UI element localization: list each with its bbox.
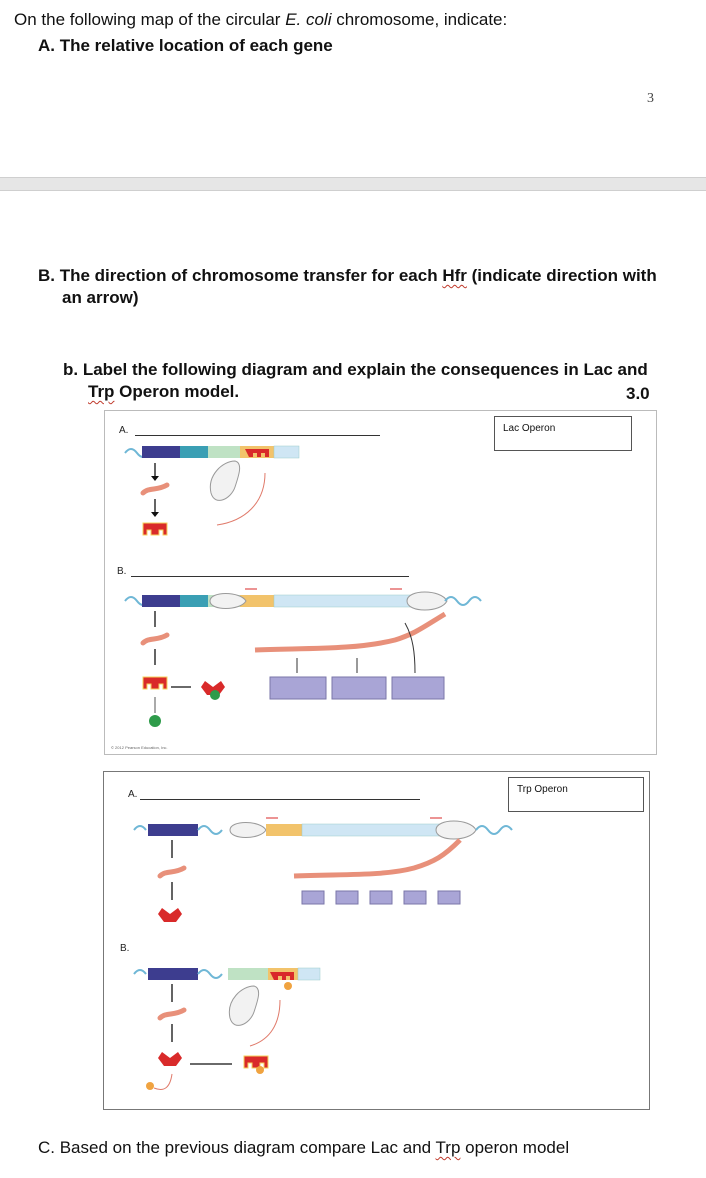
protein-box — [301, 890, 325, 905]
polycistronic-mrna — [293, 838, 462, 879]
qc-trp: Trp — [435, 1138, 461, 1157]
lac-copyright: © 2012 Pearson Education, Inc. — [111, 745, 168, 750]
inducer-icon — [149, 715, 161, 727]
protein-box — [369, 890, 393, 905]
question-b2: b. Label the following diagram and expla… — [63, 359, 648, 403]
promoter-b — [180, 595, 208, 607]
lac-genes-bar — [273, 594, 425, 608]
qb-suffix: (indicate direction with — [466, 266, 657, 285]
curved-arrow-icon — [249, 999, 281, 1047]
dna-helix-icon — [475, 825, 513, 835]
trp-diagram-svg — [133, 817, 513, 1090]
lac-label-a: A. — [119, 425, 129, 436]
rna-polymerase-icon — [228, 985, 260, 1026]
inactive-repressor-icon — [158, 1052, 182, 1066]
arrow-head-icon — [151, 512, 159, 517]
bound-repressor — [270, 972, 294, 980]
bound-repressor — [245, 449, 269, 457]
curved-arrow-icon — [153, 1073, 173, 1090]
qb-hfr: Hfr — [442, 266, 467, 285]
lac-answer-blank-a[interactable] — [135, 435, 380, 436]
section-separator — [0, 177, 706, 191]
mrna-icon — [140, 632, 170, 646]
rna-polymerase-icon — [229, 822, 267, 838]
protein-box — [391, 676, 445, 700]
mrna-icon — [157, 1007, 187, 1021]
rna-polymerase-icon — [406, 591, 448, 611]
trp-operon-figure: A. B. Trp Operon — [103, 771, 650, 1110]
down-arrow-icon — [404, 622, 416, 674]
rna-polymerase-icon — [435, 820, 477, 840]
lac-operon-box[interactable]: Lac Operon — [494, 416, 632, 451]
operator-b — [240, 595, 274, 607]
lac-label-b: B. — [117, 566, 127, 577]
trp-operator — [266, 824, 302, 836]
tryptophan-icon — [256, 1066, 264, 1074]
qb2-trp: Trp — [88, 382, 115, 401]
rna-polymerase-icon — [209, 460, 241, 501]
polycistronic-mrna — [254, 611, 447, 653]
page-number: 3 — [647, 91, 654, 106]
inactive-repressor-icon — [158, 908, 182, 922]
inactive-repressor-icon — [201, 681, 225, 695]
gene-bar — [297, 967, 321, 981]
protein-box — [403, 890, 427, 905]
promoter — [180, 446, 208, 458]
score: 3.0 — [626, 384, 650, 403]
tryptophan-icon — [146, 1082, 154, 1090]
trp-label-a: A. — [128, 789, 138, 800]
intro-line: On the following map of the circular E. … — [14, 9, 507, 31]
trpR-gene-b — [148, 968, 198, 980]
dna-helix-icon — [197, 825, 223, 835]
trp-answer-blank-a[interactable] — [140, 799, 420, 800]
rna-polymerase-icon — [209, 593, 247, 609]
intro-italic: E. coli — [285, 10, 332, 29]
repressor-protein-icon — [142, 522, 168, 536]
protein-box — [335, 890, 359, 905]
protein-box — [331, 676, 387, 700]
tryptophan-icon — [284, 982, 292, 990]
gene-bar — [273, 445, 300, 459]
dna-helix-icon — [197, 969, 223, 979]
qc-prefix: C. Based on the previous diagram compare… — [38, 1138, 436, 1157]
lac-answer-blank-b[interactable] — [131, 576, 409, 577]
qb-prefix: B. The direction of chromosome transfer … — [38, 266, 443, 285]
arrow-head-icon — [151, 476, 159, 481]
protein-box — [269, 676, 327, 700]
promoter-region — [208, 446, 240, 458]
active-repressor-icon — [243, 1055, 269, 1069]
qb2-lac: Lac and — [583, 360, 648, 379]
repressor-gene-b — [142, 595, 180, 607]
trp-operon-box[interactable]: Trp Operon — [508, 777, 644, 812]
qb2-prefix: b. Label the following diagram and expla… — [63, 360, 584, 379]
curved-arrow-icon — [216, 472, 266, 526]
inducer-icon — [210, 690, 220, 700]
trp-label-b: B. — [120, 943, 130, 954]
lac-operon-figure: A. B. Lac Operon © 2012 Pearson Educatio… — [104, 410, 657, 755]
qb2-rest: Operon model. — [114, 382, 240, 401]
question-b: B. The direction of chromosome transfer … — [38, 265, 688, 309]
trp-genes-bar — [301, 823, 453, 837]
intro-text-end: chromosome, indicate: — [331, 10, 508, 29]
repressor-protein-icon — [142, 676, 168, 690]
trpR-gene — [148, 824, 198, 836]
qb-line2: an arrow) — [62, 288, 139, 307]
dna-helix-icon — [133, 825, 147, 831]
mrna-icon — [140, 482, 170, 496]
repressor-gene — [142, 446, 180, 458]
dna-helix-icon — [444, 596, 482, 606]
qc-suffix: operon model — [460, 1138, 570, 1157]
mrna-icon — [157, 865, 187, 879]
lac-diagram-svg — [124, 445, 482, 727]
promoter-b — [228, 968, 268, 980]
protein-box — [437, 890, 461, 905]
dna-helix-icon — [133, 969, 147, 975]
question-c: C. Based on the previous diagram compare… — [38, 1137, 569, 1159]
intro-text: On the following map of the circular — [14, 10, 286, 29]
question-a: A. The relative location of each gene — [38, 36, 333, 55]
